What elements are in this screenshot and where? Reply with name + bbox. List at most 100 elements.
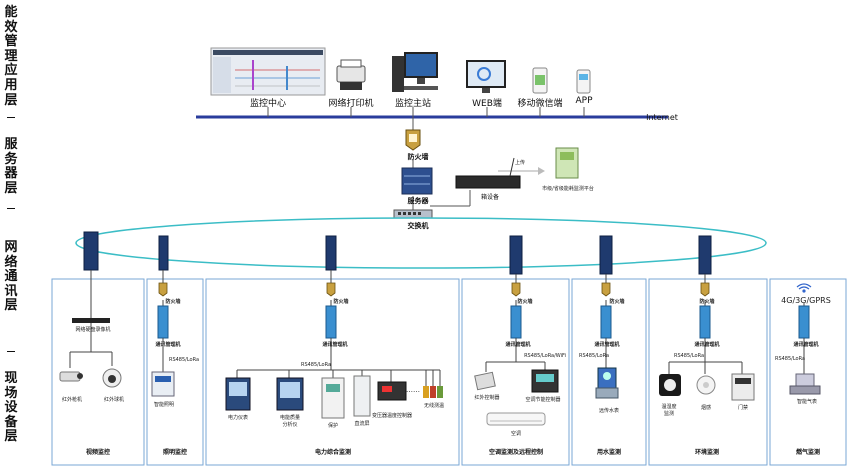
lighting-controller-icon (151, 371, 175, 397)
section-video-title: 视频监控 (85, 449, 111, 456)
layer-network-text: 网络通讯层 (4, 240, 18, 314)
env-bus-label: RS485/LoRa (673, 353, 705, 359)
layer-field-text: 现场设备层 (4, 371, 18, 445)
gas-comm-label: 通讯管理机 (793, 342, 819, 348)
app-phone-icon (576, 69, 591, 94)
lighting-comm-label: 通讯管理机 (155, 342, 181, 348)
wireless-temp-icon (423, 386, 443, 398)
env-firewall-label: 防火墙 (699, 299, 715, 305)
transformer-temp-label: 变压器温度控制器 (371, 413, 413, 419)
air-conditioner-icon (486, 412, 546, 426)
section-water-title: 用水监测 (596, 449, 622, 456)
layer-app-label: 能效管理应用层 (2, 5, 20, 108)
access-control-label: 门禁 (737, 405, 749, 411)
smoke-detector-label: 烟感 (700, 405, 712, 411)
gateway-label: 箱设备 (480, 194, 500, 201)
gas-meter-label: 智能气表 (796, 399, 818, 405)
camera-dome-icon (102, 368, 122, 388)
section-env-title: 环境监测 (694, 449, 720, 456)
lighting-bus-label: RS485/LoRa (168, 357, 200, 363)
gas-network-label: 4G/3G/GPRS (781, 296, 831, 305)
camera-dome-label: 红外球机 (103, 397, 125, 403)
smoke-detector-icon (696, 375, 716, 395)
switch-label: 交换机 (407, 222, 429, 230)
host-workstation-icon (392, 52, 438, 92)
env-comm-label: 通讯管理机 (694, 342, 720, 348)
server-icon (401, 167, 433, 195)
layer-app-text: 能效管理应用层 (4, 5, 18, 108)
printer-label: 网络打印机 (328, 99, 374, 109)
platform-label: 市级/省级能耗监测平台 (542, 186, 594, 192)
power-quality-analyzer-icon (276, 377, 304, 411)
ir-controller-icon (474, 371, 496, 391)
power-meter-label: 电力仪表 (227, 415, 249, 421)
ir-controller-label: 红外控制器 (474, 395, 500, 401)
camera-bullet-label: 红外枪机 (61, 397, 83, 403)
layer-service-label: 服务器层 (2, 137, 20, 196)
camera-bullet-icon (59, 371, 83, 382)
server-label: 服务器 (407, 197, 429, 205)
ac-controller-label: 空调节能控制器 (525, 397, 561, 403)
internet-label: Internet (646, 113, 678, 122)
power-quality-label: 电能质量分析仪 (279, 415, 300, 428)
nvr-label: 网络硬盘录像机 (75, 327, 111, 333)
upload-label: 上传 (514, 160, 526, 166)
protection-label: 保护 (327, 423, 339, 429)
hvac-comm-label: 通讯管理机 (505, 342, 531, 348)
web-label: WEB端 (472, 99, 502, 109)
nvr-icon (72, 318, 110, 323)
layer-divider (7, 208, 15, 209)
water-bus-label: RS485/LoRa (578, 353, 610, 359)
gateway-device-icon (455, 157, 521, 189)
power-dots: …… (406, 386, 420, 394)
ring-network (75, 217, 767, 269)
platform-computer-icon (555, 147, 579, 179)
lighting-device-label: 智能照明 (153, 402, 175, 408)
ac-controller-icon (531, 369, 559, 393)
water-meter-label: 远传水表 (598, 408, 620, 414)
section-hvac-title: 空调监测及远程控制 (488, 449, 544, 456)
layer-divider (7, 117, 15, 118)
wechat-label: 移动微信端 (517, 99, 563, 109)
dc-panel-label: 直流屏 (354, 421, 370, 427)
switch-icon (393, 209, 433, 219)
wireless-temp-label: 无线测温 (423, 403, 445, 409)
host-label: 监控主站 (394, 99, 432, 109)
power-firewall-label: 防火墙 (333, 299, 349, 305)
ring-switches (83, 231, 712, 275)
power-meter-icon (225, 377, 251, 411)
monitor-center-label: 监控中心 (249, 99, 287, 109)
protection-device-icon (321, 377, 345, 419)
layer-divider (7, 351, 15, 352)
water-firewall-label: 防火墙 (609, 299, 625, 305)
water-meter-icon (595, 367, 619, 399)
dc-panel-icon (353, 375, 371, 417)
lighting-firewall-label: 防火墙 (165, 299, 181, 305)
layer-service-text: 服务器层 (4, 137, 18, 196)
gas-bus-label: RS485/LoRa (774, 356, 806, 362)
web-monitor-icon (466, 60, 506, 93)
hvac-bus-label: RS485/LoRa/WiFi (524, 353, 566, 359)
layer-network-label: 网络通讯层 (2, 240, 20, 314)
monitor-center-icon (210, 47, 326, 96)
transformer-temp-icon (377, 381, 407, 401)
wechat-phone-icon (532, 67, 548, 94)
layer-field-label: 现场设备层 (2, 371, 20, 445)
section-gas-title: 燃气监测 (795, 449, 821, 456)
power-comm-label: 通讯管理机 (322, 342, 348, 348)
water-comm-label: 通讯管理机 (594, 342, 620, 348)
wireless-signal-icon (796, 283, 812, 293)
printer-icon (336, 59, 366, 90)
section-lighting-title: 照明监控 (162, 449, 188, 456)
access-control-icon (731, 373, 755, 401)
hvac-firewall-label: 防火墙 (517, 299, 533, 305)
temp-humidity-sensor-icon (659, 374, 681, 396)
section-power-title: 电力综合监测 (314, 449, 352, 456)
firewall-icon (405, 129, 421, 151)
server-firewall-label: 防火墙 (407, 153, 429, 161)
power-bus-label: RS485/LoRa (300, 362, 332, 368)
temp-humidity-label: 温湿度监测 (661, 404, 677, 417)
app-label: APP (575, 96, 593, 106)
air-conditioner-label: 空调 (510, 431, 522, 437)
